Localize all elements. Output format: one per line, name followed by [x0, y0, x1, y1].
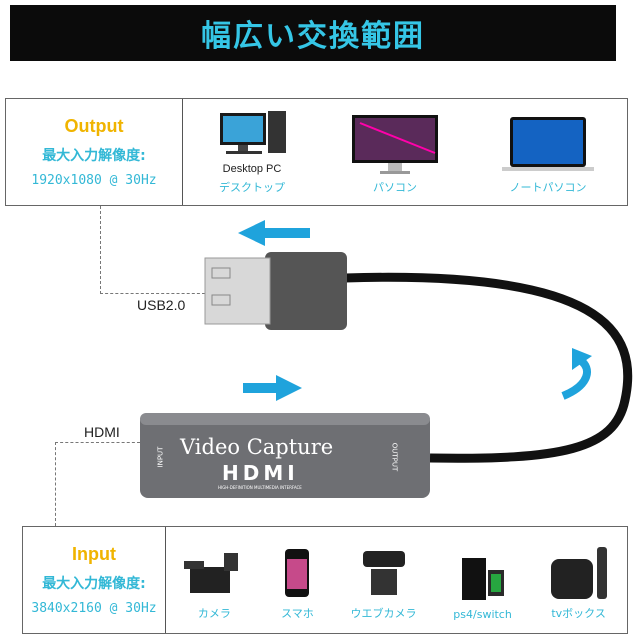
input-heading: Input — [72, 544, 116, 564]
device-title: Video Capture — [180, 435, 334, 459]
tv-box-icon — [550, 547, 607, 599]
desktop-sub: Desktop PC — [222, 163, 282, 175]
input-res-value: 3840x2160 @ 30Hz — [31, 601, 157, 616]
tv-box-label: tvボックス — [551, 607, 606, 620]
hdmi-leader-line — [55, 442, 140, 526]
camera-label: カメラ — [197, 607, 231, 620]
hdmi-label: HDMI — [84, 424, 120, 440]
webcam-label: ウエブカメラ — [350, 607, 417, 620]
laptop-icon — [502, 117, 594, 171]
input-port-label: INPUT — [156, 446, 165, 468]
console-icon — [461, 558, 504, 600]
usb-plug — [204, 252, 347, 330]
device-webcam: ウエブカメラ — [351, 545, 417, 621]
laptop-label: ノートパソコン — [509, 181, 587, 194]
device-smartphone: スマホ — [281, 545, 314, 621]
banner-title: 幅広い交換範囲 — [201, 19, 425, 54]
desktop-label: デスクトップ — [219, 181, 285, 194]
usb-label: USB2.0 — [137, 297, 186, 313]
output-panel: Output 最大入力解像度: 1920x1080 @ 30Hz Desktop… — [5, 98, 628, 206]
cable — [344, 272, 633, 463]
monitor-icon — [352, 115, 438, 174]
capture-device: Video Capture HDMI HIGH-DEFINITION MULTI… — [140, 413, 430, 498]
title-banner: 幅広い交換範囲 — [10, 5, 616, 61]
output-res-value: 1920x1080 @ 30Hz — [31, 173, 157, 188]
input-res-label: 最大入力解像度: — [42, 576, 146, 592]
webcam-icon — [362, 551, 405, 595]
device-desktop: Desktop PC デスクトップ — [212, 109, 292, 195]
smartphone-label: スマホ — [281, 607, 314, 620]
input-spec: Input 最大入力解像度: 3840x2160 @ 30Hz — [23, 527, 166, 633]
output-res-label: 最大入力解像度: — [42, 148, 146, 164]
device-laptop: ノートパソコン — [498, 113, 598, 195]
left-arrow-icon — [238, 220, 310, 246]
input-panel: Input 最大入力解像度: 3840x2160 @ 30Hz カメラ スマホ … — [22, 526, 628, 634]
device-camera: カメラ — [184, 545, 244, 621]
camcorder-icon — [184, 553, 239, 593]
smartphone-icon — [285, 549, 310, 597]
usb-leader-line — [100, 206, 205, 294]
device-console: ps4/switch — [453, 548, 512, 621]
hdmi-logo-sub: HIGH-DEFINITION MULTIMEDIA INTERFACE — [218, 485, 302, 490]
hdmi-logo: HDMI — [222, 461, 299, 485]
device-tv-box: tvボックス — [549, 545, 609, 621]
console-label: ps4/switch — [453, 608, 512, 621]
output-port-label: OUTPUT — [390, 442, 399, 472]
right-arrow-icon — [243, 375, 302, 401]
output-spec: Output 最大入力解像度: 1920x1080 @ 30Hz — [6, 99, 183, 205]
monitor-label: パソコン — [373, 181, 417, 194]
desktop-pc-icon — [220, 111, 286, 154]
device-monitor: パソコン — [350, 113, 440, 195]
output-heading: Output — [64, 116, 124, 136]
